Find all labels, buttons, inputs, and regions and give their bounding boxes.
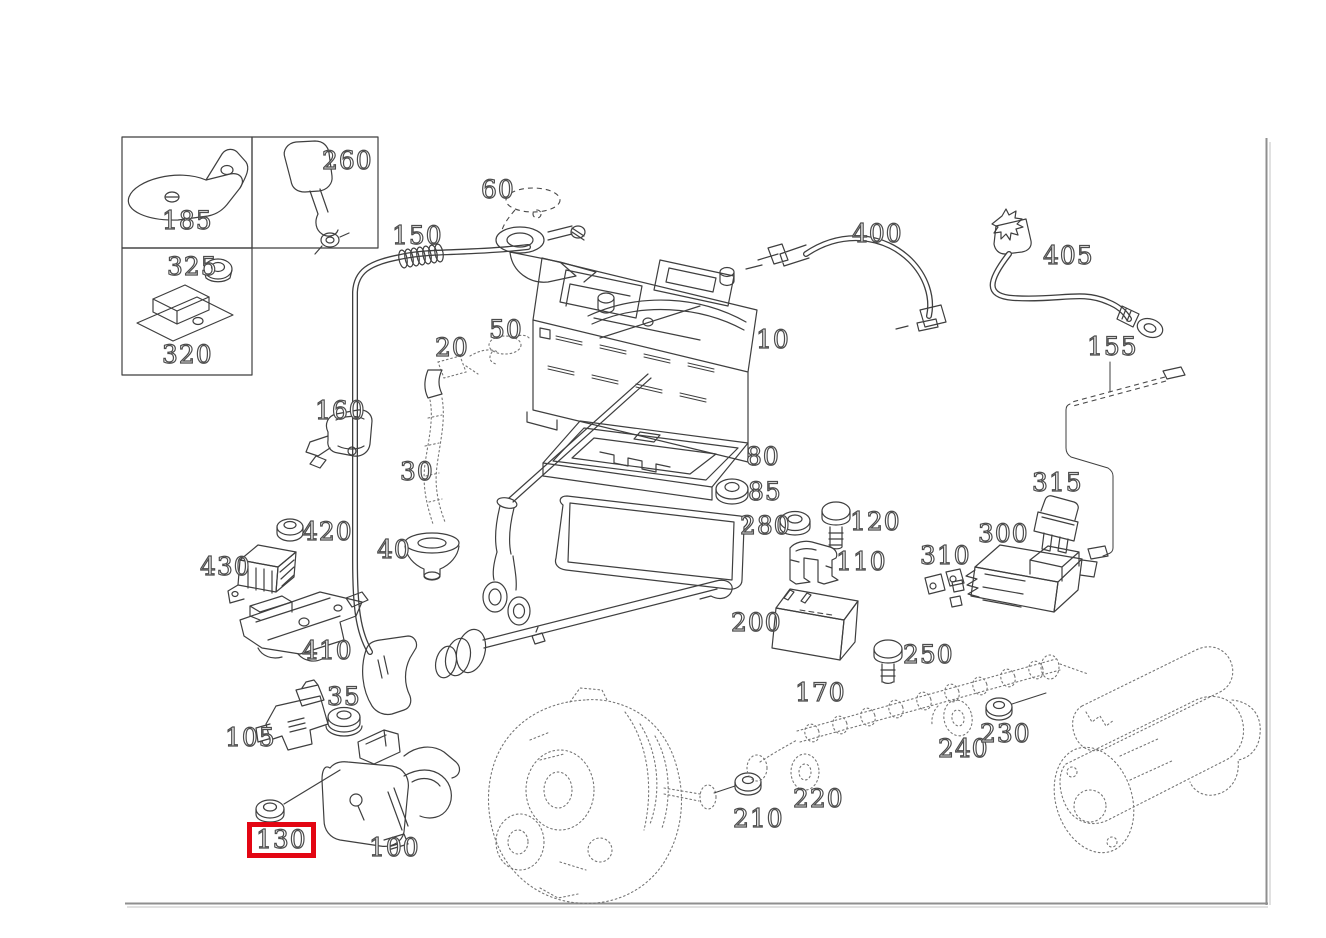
part-label-30[interactable]: 30 (399, 457, 434, 486)
connector-260-drawing (283, 140, 350, 255)
part-label-430[interactable]: 430 (199, 552, 251, 581)
box-200-drawing (771, 588, 859, 661)
nut-420-drawing (276, 518, 304, 542)
part-label-410[interactable]: 410 (301, 636, 353, 665)
nut-35-drawing (325, 706, 363, 737)
part-label-50[interactable]: 50 (488, 315, 523, 344)
part-label-240[interactable]: 240 (937, 734, 989, 763)
part-label-420[interactable]: 420 (301, 517, 353, 546)
part-label-220[interactable]: 220 (792, 784, 844, 813)
part-label-105[interactable]: 105 (224, 723, 276, 752)
dotted-ring-220-drawing (790, 753, 820, 791)
battery-terminal-clamp (495, 225, 597, 283)
clamp-110-drawing (789, 540, 839, 585)
nut-325-drawing (203, 258, 233, 283)
fuse-holder-300-drawing (949, 544, 1098, 613)
reference-boxes (121, 136, 379, 376)
clip-160-drawing (305, 409, 373, 469)
part-label-260[interactable]: 260 (321, 146, 373, 175)
wire-155-drawing (1065, 361, 1186, 560)
part-label-155[interactable]: 155 (1086, 332, 1138, 361)
bolt-250-drawing (873, 639, 903, 684)
cable-405-drawing (989, 208, 1164, 339)
part-label-170[interactable]: 170 (794, 678, 846, 707)
part-label-405[interactable]: 405 (1042, 241, 1094, 270)
bolt-120-drawing (821, 501, 851, 550)
part-label-320[interactable]: 320 (161, 340, 213, 369)
cover-100-drawing (321, 729, 461, 851)
terminal-105-drawing (255, 679, 329, 751)
dotted-washer-240-drawing (931, 699, 973, 737)
part-label-60[interactable]: 60 (480, 175, 515, 204)
part-label-300[interactable]: 300 (977, 519, 1029, 548)
fuse-links-310-drawing (924, 568, 965, 595)
battery-tray-80-drawing (542, 420, 749, 590)
part-label-40[interactable]: 40 (376, 535, 411, 564)
diagram-frame (125, 138, 1271, 908)
nut-230-drawing (985, 692, 1047, 721)
dotted-connector-20-drawing (437, 349, 499, 379)
part-label-310[interactable]: 310 (919, 541, 971, 570)
part-label-35[interactable]: 35 (326, 682, 361, 711)
block-320-drawing (136, 284, 234, 342)
part-label-200[interactable]: 200 (730, 608, 782, 637)
part-label-80[interactable]: 80 (745, 442, 780, 471)
part-label-150[interactable]: 150 (391, 221, 443, 250)
cable-400-drawing (745, 235, 947, 332)
part-label-185[interactable]: 185 (161, 206, 213, 235)
grommet-40-drawing (404, 532, 460, 581)
dotted-part-50-drawing (488, 334, 531, 365)
part-label-315[interactable]: 315 (1031, 468, 1083, 497)
relay-430-drawing (227, 544, 297, 604)
dotted-cable-30-drawing (423, 369, 446, 525)
part-label-325[interactable]: 325 (166, 252, 218, 281)
nut-130-drawing (255, 769, 341, 823)
bracket-410-drawing (239, 591, 369, 662)
part-label-20[interactable]: 20 (434, 333, 469, 362)
part-label-110[interactable]: 110 (835, 547, 887, 576)
ring-terminals-drawing (482, 373, 652, 626)
part-label-120[interactable]: 120 (849, 507, 901, 536)
nut-85-drawing (715, 478, 749, 505)
dashed-cap-60-drawing (501, 187, 561, 231)
part-label-280[interactable]: 280 (739, 511, 791, 540)
part-label-210[interactable]: 210 (732, 804, 784, 833)
bracket-185-drawing (127, 148, 249, 221)
part-label-85[interactable]: 85 (747, 477, 782, 506)
battery-drawing (526, 257, 758, 473)
part-label-160[interactable]: 160 (314, 396, 366, 425)
part-label-10[interactable]: 10 (755, 325, 790, 354)
dotted-cable-170-drawing (746, 654, 1089, 782)
part-label-400[interactable]: 400 (851, 219, 903, 248)
fuse-315-drawing (1033, 495, 1079, 554)
part-label-130[interactable]: 130 (247, 822, 316, 859)
part-label-250[interactable]: 250 (902, 640, 954, 669)
alternator-ghost-drawing (487, 687, 683, 904)
part-label-230[interactable]: 230 (979, 719, 1031, 748)
nut-280-drawing (779, 510, 811, 536)
starter-ghost-drawing (1053, 646, 1261, 854)
part-label-100[interactable]: 100 (368, 833, 420, 862)
